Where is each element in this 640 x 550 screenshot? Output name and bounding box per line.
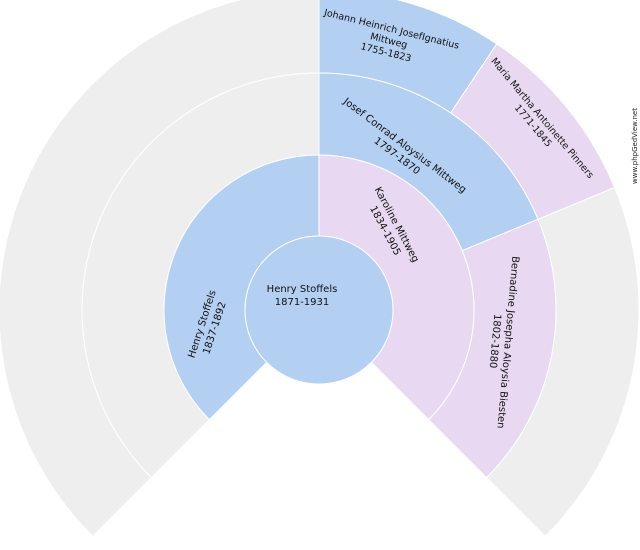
fan-segments <box>0 0 640 537</box>
maternal-grandmother-dates: 1802-1880 <box>487 313 503 368</box>
watermark: www.phpGedView.net <box>631 108 639 184</box>
watermark-text: www.phpGedView.net <box>631 108 639 184</box>
root-person-name: Henry Stoffels <box>267 284 338 295</box>
root-person-circle[interactable] <box>244 235 394 385</box>
root-person-dates: 1871-1931 <box>275 297 330 308</box>
